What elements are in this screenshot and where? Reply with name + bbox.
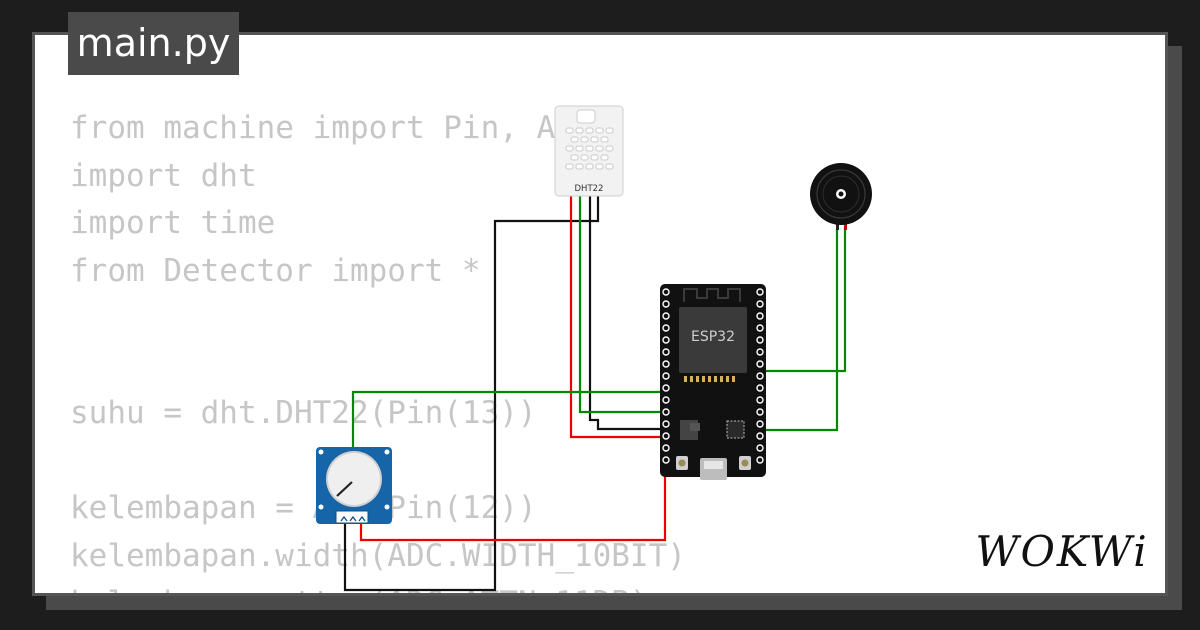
dht22-vent-grid (565, 127, 614, 170)
buzzer[interactable] (810, 163, 872, 230)
esp32-module-pads (684, 376, 735, 382)
dht22-label: DHT22 (575, 184, 604, 194)
esp32-left-pins (662, 288, 670, 464)
code-line: import dht (70, 157, 257, 194)
wire-red-pot-vcc[interactable] (359, 468, 667, 542)
wire-green-buzzer-2[interactable] (761, 228, 839, 432)
pot-pin-gnd: GND (340, 513, 348, 517)
esp32-label: ESP32 (691, 329, 735, 345)
code-line (70, 295, 686, 343)
wire-black-dht-esp[interactable] (588, 194, 665, 431)
pot-pin-vcc: VCC (358, 513, 366, 517)
code-line: kelembapan.width(ADC.WIDTH_10BIT) (70, 537, 686, 574)
esp32-right-pins (756, 288, 764, 464)
wire-black-dht-gnd[interactable] (343, 194, 600, 592)
wokwi-logo-text: WOKWi (975, 527, 1148, 576)
potentiometer-knob-indicator (336, 481, 353, 497)
potentiometer[interactable]: GND SIG VCC (316, 447, 392, 524)
pot-pin-sig: SIG (350, 513, 356, 517)
code-line: from Detector import * (70, 252, 481, 289)
esp32-board[interactable]: ESP32 (660, 284, 766, 480)
code-line: import time (70, 205, 276, 241)
wires (343, 194, 847, 592)
code-line (70, 343, 686, 391)
code-line: suhu = dht.DHT22(Pin(13)) (70, 395, 537, 431)
file-tab-main-py[interactable]: main.py (68, 12, 239, 75)
dht22-sensor[interactable]: DHT22 (554, 105, 624, 197)
wire-red-dht-vcc[interactable] (569, 194, 665, 439)
code-line: kelembapan.atten(ADC.ATTN_11DB) (70, 580, 686, 593)
wokwi-logo: WOKWi (975, 527, 1148, 576)
wire-green-dht-data[interactable] (578, 194, 665, 414)
